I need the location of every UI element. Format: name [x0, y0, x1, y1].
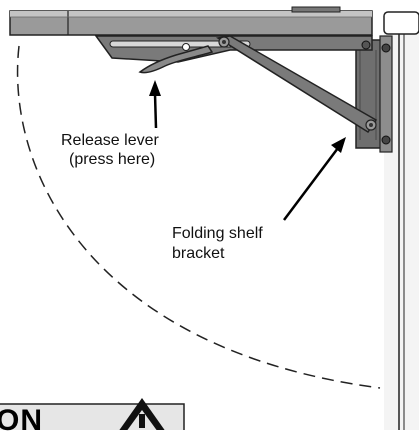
release-lever — [138, 45, 214, 74]
folding-bracket-arrow — [283, 137, 346, 221]
shelf-board — [9, 6, 373, 36]
folding-bracket-sublabel: bracket — [172, 245, 225, 262]
caution-banner-text: ON — [0, 404, 43, 437]
warning-triangle-icon — [119, 398, 165, 430]
wall-mount-plate — [355, 35, 393, 153]
release-lever-sublabel: (press here) — [69, 151, 156, 168]
release-lever-arrow — [149, 80, 161, 129]
caution-banner — [0, 398, 185, 430]
folding-strut — [215, 35, 378, 134]
swing-arc — [16, 45, 381, 389]
folding-bracket-label: Folding shelf — [172, 225, 263, 242]
release-lever-label: Release lever — [61, 132, 159, 149]
